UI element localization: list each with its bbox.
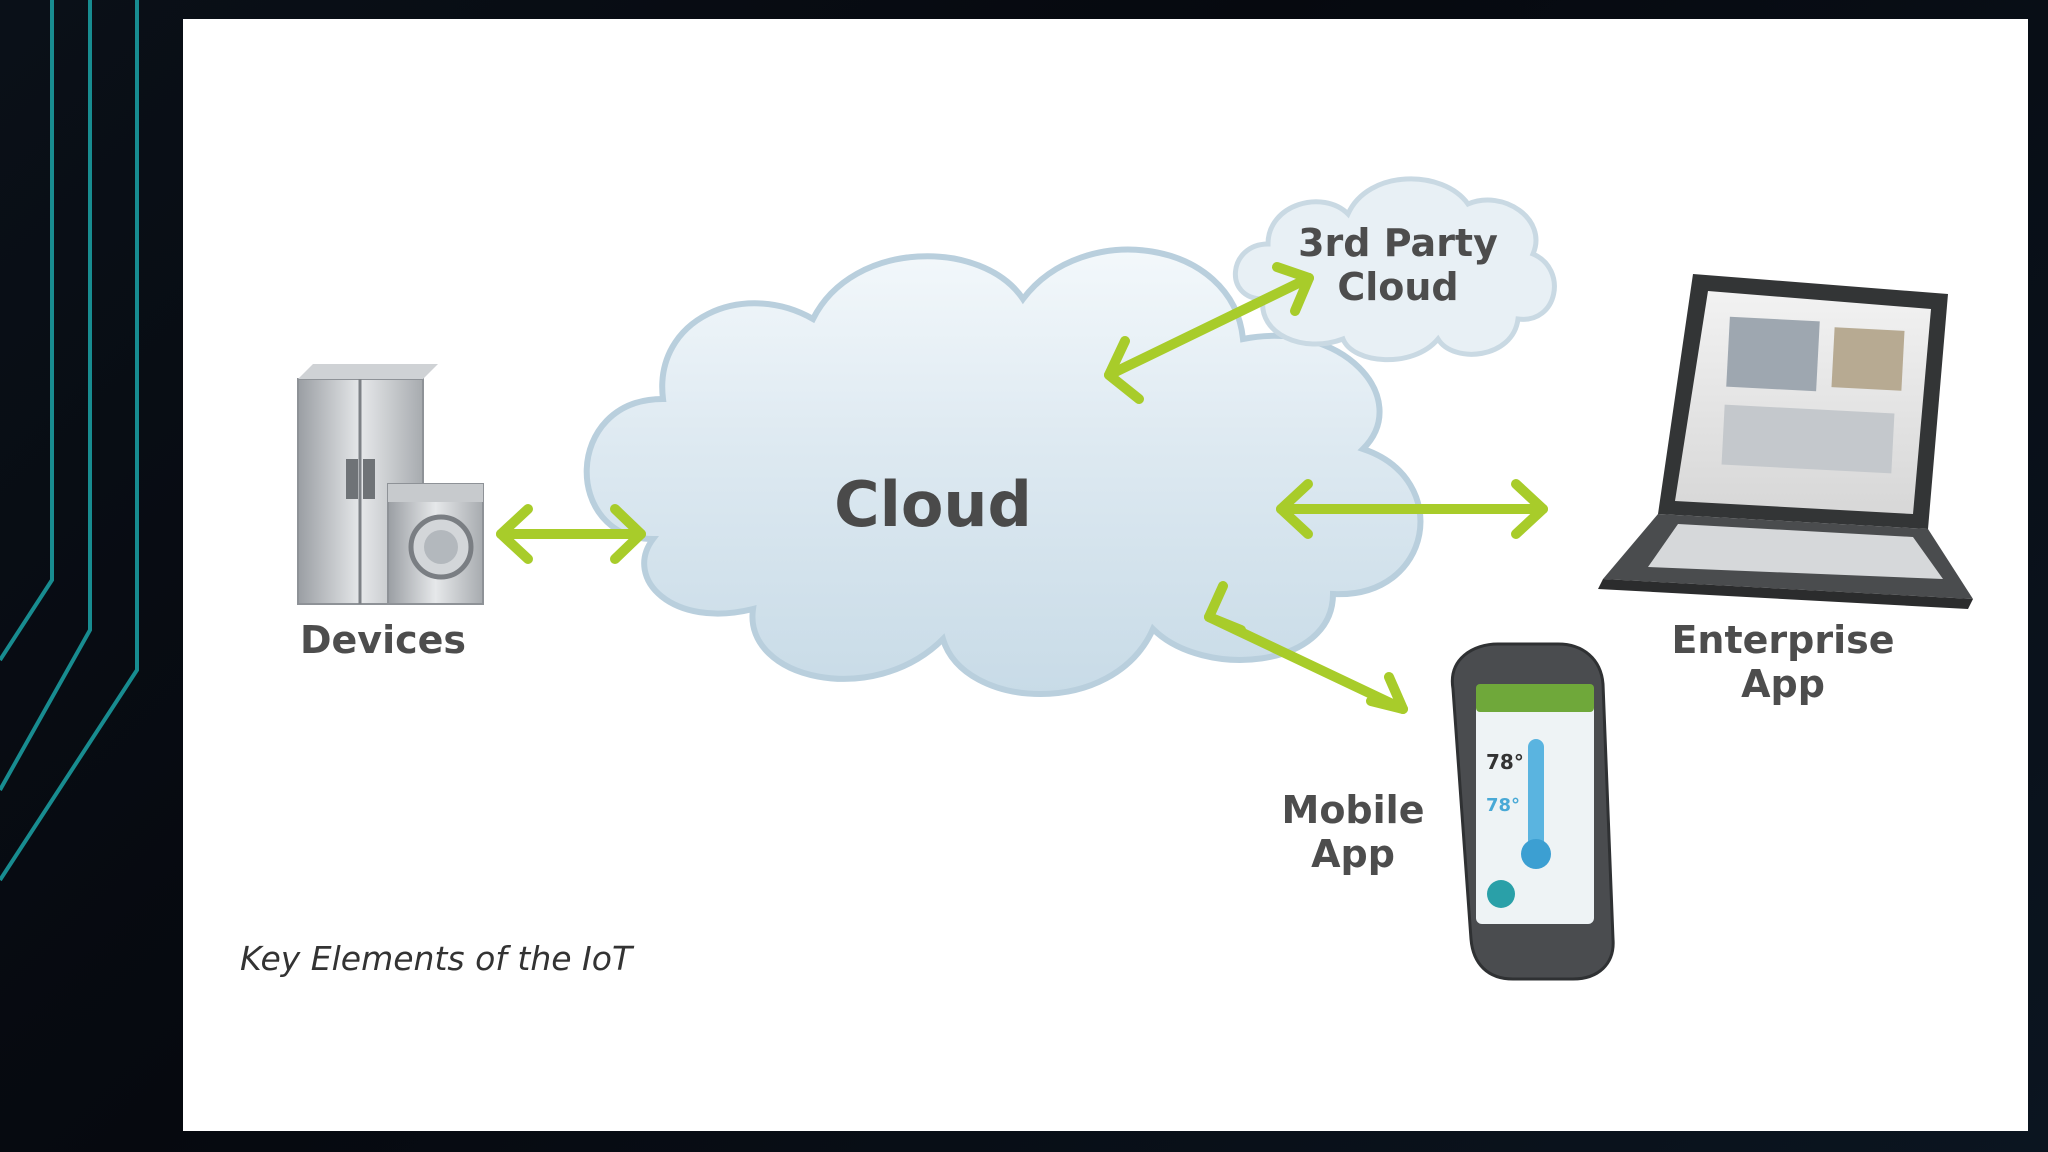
arrow-devices-cloud bbox=[496, 504, 646, 564]
enterprise-app-label: Enterprise App bbox=[1653, 618, 1913, 706]
main-cloud-shape bbox=[583, 246, 1424, 697]
teal-accent-lines bbox=[0, 0, 139, 882]
diagram-caption: Key Elements of the IoT bbox=[240, 939, 633, 978]
main-cloud-label: Cloud bbox=[834, 468, 1032, 541]
diagram-panel: 78° 78° bbox=[183, 19, 2028, 1131]
devices-label: Devices bbox=[299, 618, 467, 662]
third-party-cloud-label-line1: 3rd Party bbox=[1298, 221, 1498, 265]
third-party-cloud-label-line2: Cloud bbox=[1337, 264, 1459, 309]
washing-machine-icon bbox=[387, 483, 484, 605]
mobile-app-label-line1: Mobile bbox=[1281, 788, 1425, 832]
third-party-cloud-label: 3rd Party Cloud bbox=[1283, 221, 1513, 309]
iot-diagram: 78° 78° bbox=[297, 176, 1973, 981]
mobile-app-label-line2: App bbox=[1311, 831, 1395, 876]
arrow-cloud-third-party bbox=[1104, 262, 1314, 404]
mobile-app-label: Mobile App bbox=[1253, 788, 1453, 876]
enterprise-app-label-line2: App bbox=[1741, 661, 1825, 706]
third-party-cloud-shape bbox=[1233, 176, 1557, 363]
laptop-icon bbox=[1598, 274, 1973, 609]
arrow-cloud-enterprise bbox=[1276, 479, 1548, 539]
enterprise-app-label-line1: Enterprise bbox=[1671, 618, 1895, 662]
smartphone-icon: 78° 78° bbox=[1450, 642, 1615, 981]
connection-arrows bbox=[496, 262, 1548, 714]
phone-temp-secondary: 78° bbox=[1486, 795, 1520, 816]
phone-temp-primary: 78° bbox=[1486, 750, 1524, 774]
arrow-cloud-mobile bbox=[1204, 581, 1408, 714]
